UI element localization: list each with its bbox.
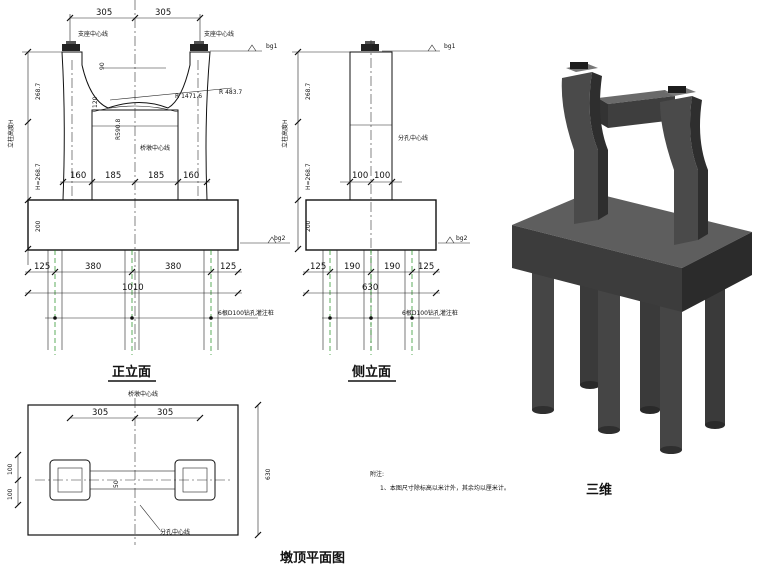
- side-pile-label: 6根D100钻孔灌注桩: [402, 309, 458, 317]
- notes: 附注: 1、本图尺寸除标高以米计外，其余均以厘米计。: [370, 470, 510, 492]
- 3d-pile-back-mid: [640, 280, 660, 410]
- 3d-column-left: [561, 72, 598, 224]
- side-level-bottom: bg2: [456, 235, 468, 242]
- side-dim-200: 200: [305, 220, 312, 232]
- front-bearing-label-left: 支座中心线: [78, 30, 108, 38]
- front-level-bottom: bg2: [274, 235, 286, 242]
- 3d-pile-front-left: [532, 270, 554, 410]
- side-center-label: 分孔中心线: [398, 134, 428, 142]
- front-pile-dim-4: 125: [220, 262, 236, 272]
- 3d-pile-cap-front: [512, 225, 682, 312]
- front-dim-200: 200: [35, 220, 42, 232]
- side-elevation: bg1 分孔中心线 268.7 立柱高度H H=268.7 200 100 10…: [281, 40, 470, 382]
- front-dim-H: H=268.7: [35, 163, 42, 190]
- side-pier-height-label: 立柱高度H: [281, 119, 289, 148]
- front-pier-height-label: 立柱高度H: [7, 119, 15, 148]
- plan-left-dim-1: 100: [7, 463, 14, 475]
- plan-center-dim: 50: [113, 480, 120, 488]
- front-dim-90: 90: [99, 62, 106, 70]
- side-pile-dim-2: 190: [344, 262, 360, 272]
- front-dim-top-2: 305: [155, 8, 171, 18]
- side-pile-dim-3: 190: [384, 262, 400, 272]
- front-level-top: bg1: [266, 43, 278, 50]
- front-bridge-center-label: 桥墩中心线: [140, 144, 170, 152]
- front-elevation: 305 305 支座中心线 支座中心线 bg1 120 90 R 1471.6 …: [7, 0, 290, 382]
- front-total-dim: 1010: [122, 283, 144, 293]
- 3d-pile-back-left: [580, 275, 600, 385]
- front-pile-label: 6根D100钻孔灌注桩: [218, 309, 274, 317]
- side-pile-dim-1: 125: [310, 262, 326, 272]
- side-pile-dim-4: 125: [418, 262, 434, 272]
- front-col-dim-3: 185: [148, 171, 164, 181]
- plan-dim-top-2: 305: [157, 408, 173, 418]
- 3d-pile-front-right: [660, 290, 682, 450]
- plan-view: 桥墩中心线 305 305 50 100 100 630 分孔中心线 墩顶平面图: [7, 390, 345, 566]
- three-d-title: 三维: [586, 482, 612, 498]
- 3d-pile-back-right: [705, 280, 725, 425]
- side-bearing: [361, 44, 379, 51]
- 3d-bearing-right: [668, 86, 686, 93]
- front-bearing-label-right: 支座中心线: [204, 30, 234, 38]
- 3d-pile-cap-top: [512, 192, 752, 268]
- plan-left-dim-2: 100: [7, 488, 14, 500]
- plan-dim-top-1: 305: [92, 408, 108, 418]
- plan-view-title: 墩顶平面图: [280, 550, 345, 566]
- front-pile-dim-2: 380: [85, 262, 101, 272]
- side-level-top: bg1: [444, 43, 456, 50]
- front-dim-top-1: 305: [96, 8, 112, 18]
- notes-heading: 附注:: [370, 470, 384, 478]
- front-pile-dim-1: 125: [34, 262, 50, 272]
- plan-bridge-center-label: 桥墩中心线: [128, 390, 158, 398]
- front-pier-outline: [61, 51, 211, 201]
- notes-line-1: 1、本图尺寸除标高以米计外，其余均以厘米计。: [380, 484, 510, 492]
- 3d-bearing-left: [570, 62, 588, 69]
- 3d-pile-cap-side: [682, 232, 752, 312]
- side-col-dim-2: 100: [374, 171, 390, 181]
- front-bearing-right: [190, 44, 208, 51]
- front-dim-r483: R 483.7: [219, 89, 242, 96]
- 3d-column-right: [660, 96, 698, 245]
- plan-right-dim: 630: [265, 468, 272, 480]
- three-d-view: 三维: [512, 62, 752, 498]
- plan-center-label: 分孔中心线: [160, 528, 190, 536]
- front-bearing-left: [62, 44, 80, 51]
- 3d-crossbeam: [608, 96, 675, 128]
- 3d-pile-front-mid: [598, 285, 620, 430]
- front-dim-268: 268.7: [35, 83, 42, 100]
- front-pile-cap: [27, 199, 239, 251]
- plan-pile-cap-outline: [27, 404, 239, 536]
- plan-crossbeam: [89, 470, 176, 490]
- side-view-title: 侧立面: [352, 364, 391, 380]
- front-col-dim-1: 160: [70, 171, 86, 181]
- side-dim-H: H=268.7: [305, 163, 312, 190]
- side-col-dim-1: 100: [352, 171, 368, 181]
- front-pile-dim-3: 380: [165, 262, 181, 272]
- front-col-dim-2: 185: [105, 171, 121, 181]
- front-col-dim-4: 160: [183, 171, 199, 181]
- front-dim-120: 120: [92, 96, 99, 108]
- front-view-title: 正立面: [112, 364, 151, 380]
- side-dim-268: 268.7: [305, 83, 312, 100]
- front-dim-r590: R590.8: [115, 118, 122, 140]
- side-total-dim: 630: [362, 283, 378, 293]
- front-dim-r1471: R 1471.6: [175, 93, 202, 100]
